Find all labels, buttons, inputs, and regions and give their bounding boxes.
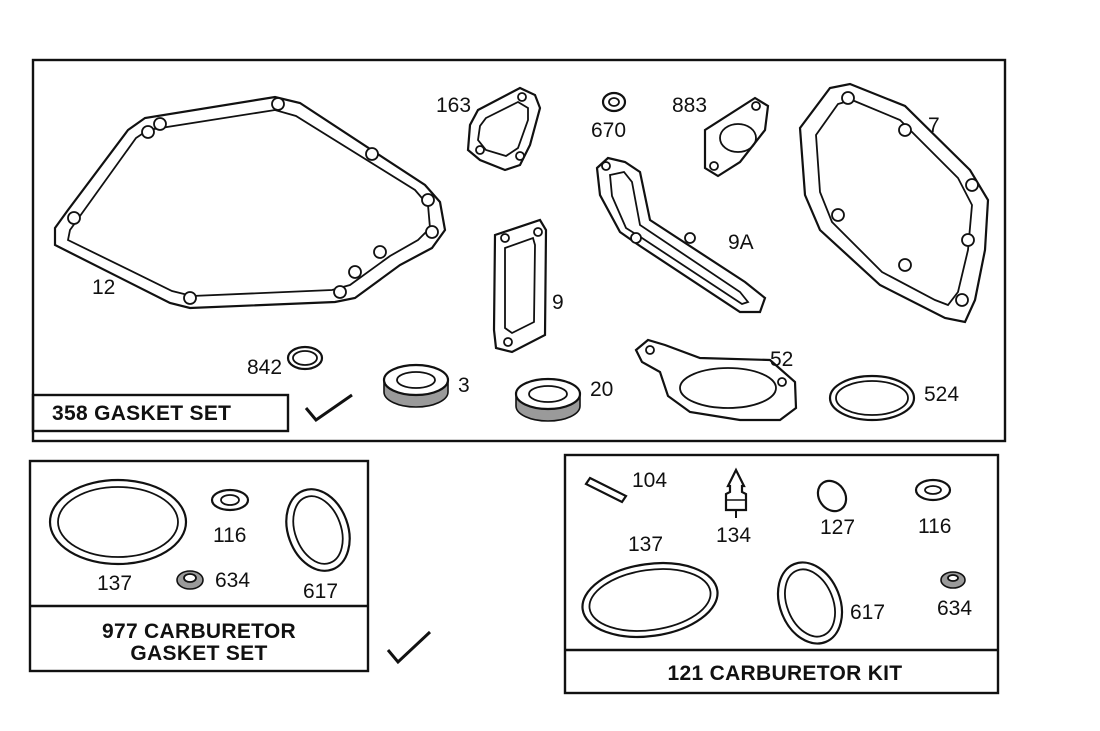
label-116-kit: 116 bbox=[918, 515, 951, 538]
carb-gasket-set-title-2: GASKET SET bbox=[130, 642, 267, 665]
checkmark-icon bbox=[386, 630, 432, 665]
label-9a: 9A bbox=[728, 231, 754, 254]
label-137-kit: 137 bbox=[628, 533, 663, 556]
part-617-kit-ring bbox=[776, 561, 844, 645]
label-20: 20 bbox=[590, 378, 613, 401]
part-634-washer bbox=[176, 570, 204, 590]
label-116: 116 bbox=[213, 524, 246, 547]
part-20-seal bbox=[514, 377, 582, 422]
label-670: 670 bbox=[591, 119, 626, 142]
part-116-kit-washer bbox=[914, 478, 952, 502]
carb-gasket-set-frame bbox=[28, 459, 370, 673]
label-12: 12 bbox=[92, 276, 115, 299]
part-137-ring bbox=[48, 478, 188, 566]
part-12-gasket bbox=[53, 95, 447, 310]
label-9: 9 bbox=[552, 291, 564, 314]
part-127-disc bbox=[816, 479, 848, 513]
part-163-gasket bbox=[466, 86, 542, 172]
label-634-kit: 634 bbox=[937, 597, 972, 620]
gasket-set-title: 358 GASKET SET bbox=[52, 402, 231, 425]
part-883-gasket bbox=[703, 96, 770, 178]
part-524-ring bbox=[828, 374, 916, 422]
part-670-seal bbox=[601, 91, 627, 113]
carb-gasket-set-panel: 977 CARBURETOR GASKET SET bbox=[28, 459, 432, 673]
label-634: 634 bbox=[215, 569, 250, 592]
gasket-set-panel: 358 GASKET SET bbox=[31, 58, 1007, 443]
label-3: 3 bbox=[458, 374, 470, 397]
carb-gasket-set-title-1: 977 CARBURETOR bbox=[102, 620, 296, 643]
part-617-ring bbox=[285, 488, 351, 572]
label-842: 842 bbox=[247, 356, 282, 379]
part-634-kit-washer bbox=[940, 571, 966, 589]
carb-kit-frame bbox=[563, 453, 1000, 695]
carb-kit-panel: 121 CARBURETOR KIT bbox=[563, 453, 1000, 695]
label-617: 617 bbox=[303, 580, 338, 603]
part-134-needle bbox=[724, 467, 748, 518]
part-9-gasket bbox=[492, 218, 548, 354]
label-163: 163 bbox=[436, 94, 471, 117]
part-3-seal bbox=[382, 363, 450, 408]
label-883: 883 bbox=[672, 94, 707, 117]
checkmark-icon bbox=[304, 393, 353, 423]
gasket-set-frame bbox=[31, 58, 1007, 443]
part-842-ring bbox=[286, 345, 324, 371]
part-52-gasket bbox=[634, 338, 798, 422]
label-524: 524 bbox=[924, 383, 959, 406]
label-127: 127 bbox=[820, 516, 855, 539]
label-104: 104 bbox=[632, 469, 667, 492]
part-7-head-gasket bbox=[798, 82, 990, 324]
label-134: 134 bbox=[716, 524, 751, 547]
label-137: 137 bbox=[97, 572, 132, 595]
part-137-kit-ring bbox=[581, 562, 719, 638]
carb-kit-title: 121 CARBURETOR KIT bbox=[668, 662, 903, 685]
label-7: 7 bbox=[928, 114, 940, 137]
part-9a-gasket bbox=[595, 156, 767, 314]
label-617-kit: 617 bbox=[850, 601, 885, 624]
part-116-washer bbox=[210, 488, 250, 512]
part-104-pin bbox=[584, 476, 628, 504]
label-52: 52 bbox=[770, 348, 793, 371]
gasket-set-title-box bbox=[31, 393, 290, 433]
